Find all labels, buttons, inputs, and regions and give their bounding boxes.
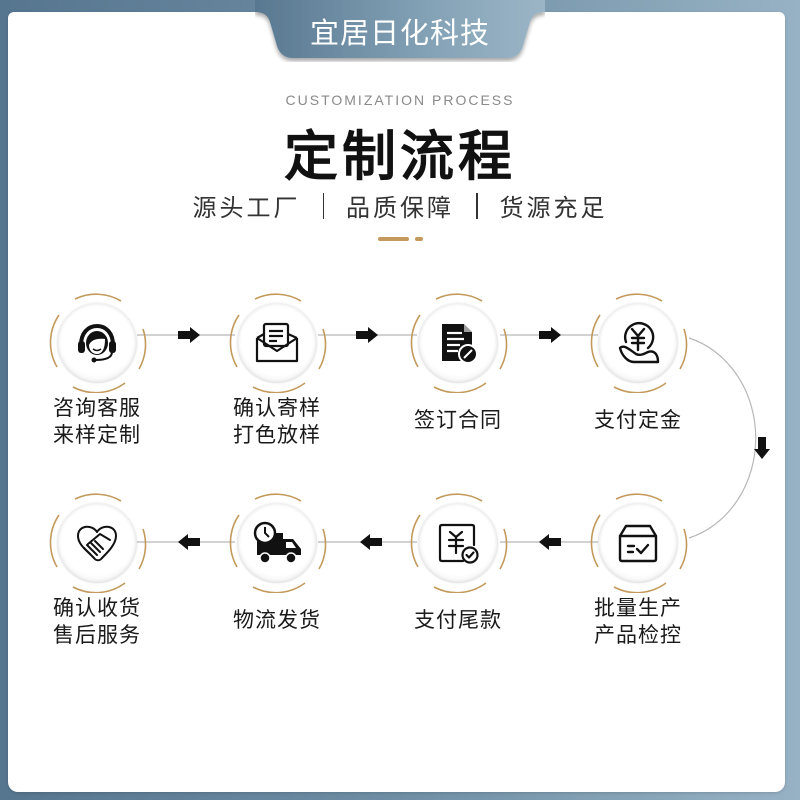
step-label: 咨询客服 来样定制 [7,395,187,449]
heart-handshake-icon [77,525,117,562]
content-panel [8,12,785,792]
brand-name: 宜居日化科技 [309,16,490,50]
envelope-letter-icon [255,322,299,363]
arrow-right-icon [356,327,378,343]
step-label-line2: 产品检控 [594,623,682,647]
step-sign-contract: 签订合同 [368,293,548,493]
arrow-down-icon [754,437,770,459]
step-icon-circle [57,303,137,383]
gold-ring-decoration [49,293,147,393]
gold-ring-decoration [590,493,688,593]
step-label-line1: 确认收货 [53,596,141,620]
step-confirm-receipt: 确认收货 售后服务 [7,493,187,693]
step-label-line1: 物流发货 [233,608,321,632]
step-consult: 咨询客服 来样定制 [7,293,187,493]
arrow-left-icon [360,534,382,550]
gold-ring-decoration [410,493,508,593]
step-label-line2: 打色放样 [233,423,321,447]
delivery-truck-clock-icon [253,521,301,564]
step-label-line1: 签订合同 [414,408,502,432]
yuan-coin-hand-icon [618,321,660,364]
step-label-line1: 咨询客服 [53,396,141,420]
arrow-left-icon [178,534,200,550]
step-label: 确认寄样 打色放样 [187,395,367,449]
tagline-row: 源头工厂 品质保障 货源充足 [0,188,800,223]
divider-bar [378,237,409,241]
step-pay-balance: 支付尾款 [368,493,548,693]
tagline-source-factory: 源头工厂 [192,194,301,222]
step-label: 批量生产 产品检控 [548,595,728,649]
step-pay-deposit: 支付定金 [548,293,728,493]
step-icon-circle [237,303,317,383]
step-icon-circle [418,303,498,383]
step-icon-circle [418,503,498,583]
brand-tab: 宜居日化科技 [255,0,545,60]
step-label: 签订合同 [368,407,548,434]
arrow-right-icon [539,327,561,343]
subtitle-english: CUSTOMIZATION PROCESS [285,92,515,108]
step-label-line2: 售后服务 [53,623,141,647]
arrow-left-icon [539,534,561,550]
tagline-supply: 货源充足 [499,194,608,222]
arrow-right-icon [178,327,200,343]
yuan-receipt-check-icon [438,523,479,564]
customer-service-headset-icon [78,323,116,363]
gold-ring-decoration [410,293,508,393]
step-label-line1: 确认寄样 [233,396,321,420]
box-check-icon [618,524,658,563]
gold-ring-decoration [590,293,688,393]
step-confirm-sample: 确认寄样 打色放样 [187,293,367,493]
tagline-separator [322,192,324,219]
step-label: 支付尾款 [368,607,548,634]
step-mass-production: 批量生产 产品检控 [548,493,728,693]
step-label-line2: 来样定制 [53,423,141,447]
gold-ring-decoration [49,493,147,593]
tagline-quality: 品质保障 [346,194,454,222]
contract-sign-icon [442,324,478,364]
gold-ring-decoration [229,293,327,393]
step-label: 确认收货 售后服务 [7,595,187,649]
step-label-line1: 支付尾款 [414,608,502,632]
step-label-line1: 支付定金 [594,408,682,432]
step-icon-circle [57,503,137,583]
page-title: 定制流程 [284,125,516,188]
step-icon-circle [598,503,678,583]
step-label: 物流发货 [187,607,367,634]
step-logistics: 物流发货 [187,493,367,693]
gold-ring-decoration [229,493,327,593]
brand-tab-shape [255,0,545,58]
step-icon-circle [598,303,678,383]
step-label: 支付定金 [548,407,728,434]
gold-divider [378,237,423,241]
divider-dot [415,237,423,241]
step-label-line1: 批量生产 [594,596,682,620]
step-icon-circle [237,503,317,583]
tagline-separator [476,192,478,219]
